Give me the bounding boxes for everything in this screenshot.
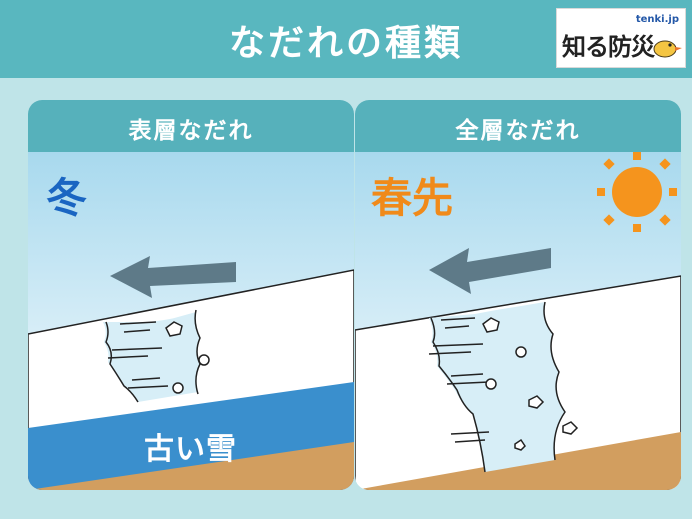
old-snow-label: 古い雪 xyxy=(144,432,237,467)
panel-header: 全層なだれ xyxy=(355,100,681,152)
page-header: なだれの種類 tenki.jp 知る防災 xyxy=(0,0,692,78)
ground xyxy=(28,442,354,490)
arrow-left-icon xyxy=(110,256,236,298)
page-title: なだれの種類 xyxy=(228,23,463,64)
slide-edge-right xyxy=(543,301,566,461)
snowball-icon xyxy=(165,321,210,394)
surface-avalanche-illustration xyxy=(28,152,354,490)
slide-edge-left xyxy=(430,317,486,473)
slide-edge-left xyxy=(105,321,139,403)
panel-title: 全層なだれ xyxy=(455,118,581,144)
tenki-logo[interactable]: tenki.jp 知る防災 xyxy=(556,8,686,68)
speed-lines xyxy=(428,317,490,443)
speed-lines xyxy=(107,321,169,389)
logo-name: 知る防災 xyxy=(562,33,655,61)
logo-site: tenki.jp xyxy=(635,14,679,25)
panel-header: 表層なだれ xyxy=(28,100,354,152)
arrow-left-icon xyxy=(429,248,551,294)
panel-surface-avalanche: 表層なだれ 冬 古い雪 xyxy=(28,100,354,490)
season-label: 冬 xyxy=(46,174,87,222)
slide-edge-right xyxy=(194,309,201,395)
bird-icon xyxy=(653,40,682,58)
panel-title: 表層なだれ xyxy=(128,118,254,144)
season-label: 春先 xyxy=(371,174,453,222)
snowball-icon xyxy=(482,317,579,451)
panel-full-depth-avalanche: 全層なだれ xyxy=(355,100,681,490)
full-depth-avalanche-illustration xyxy=(355,152,681,490)
